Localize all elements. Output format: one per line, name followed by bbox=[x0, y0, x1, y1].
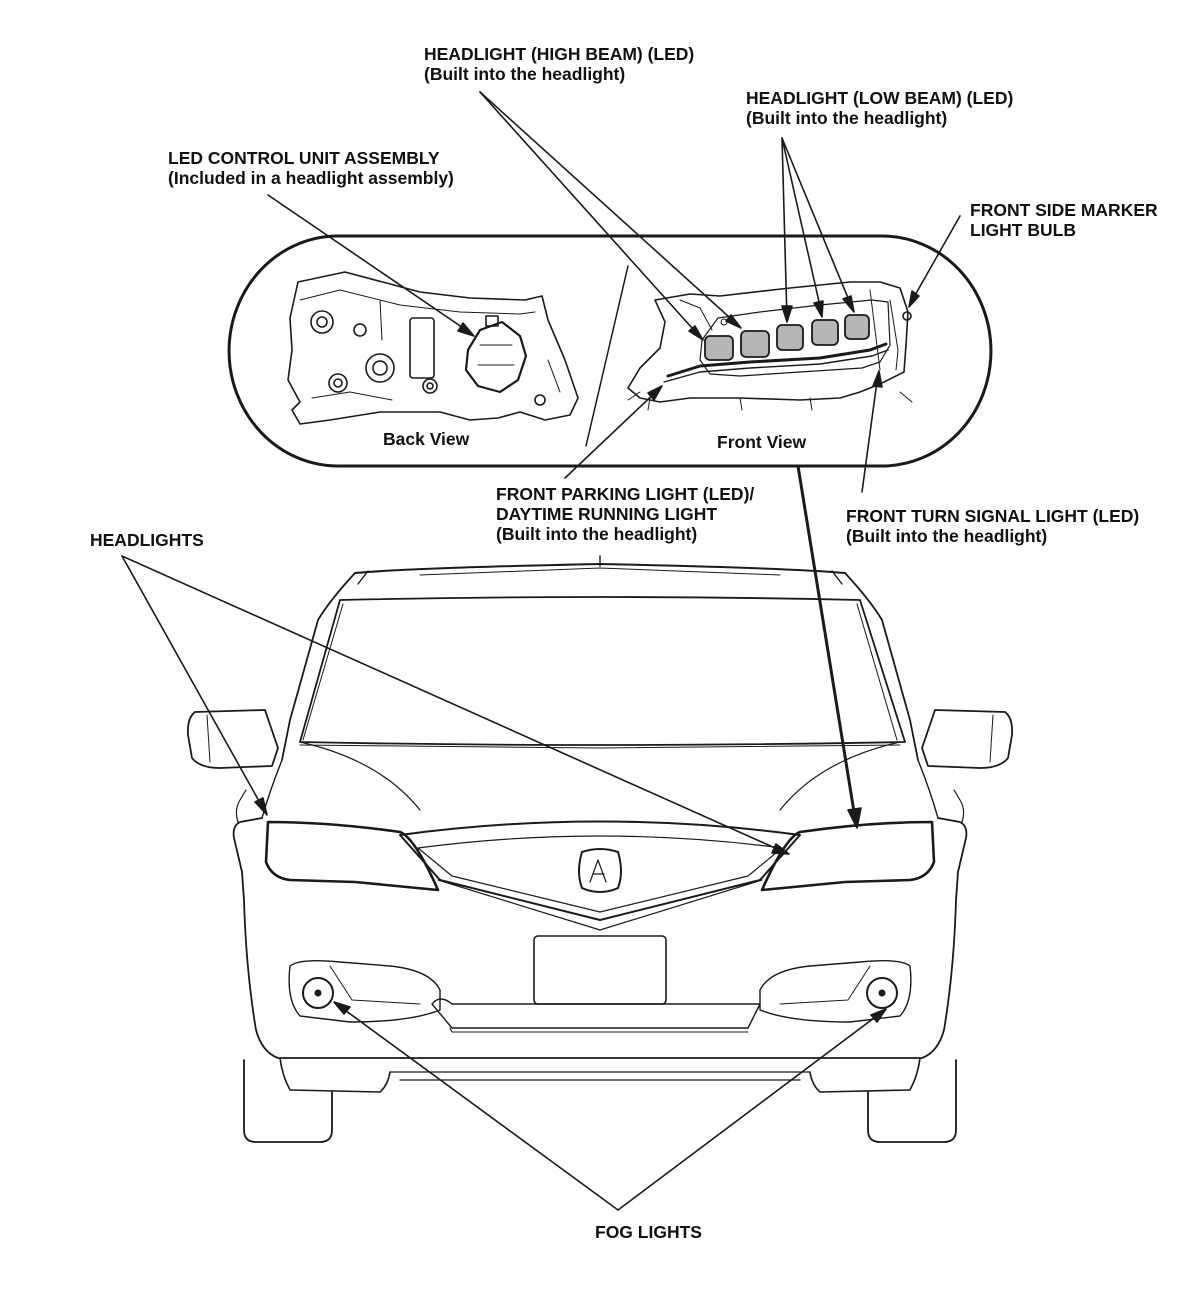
parking-drl-label: FRONT PARKING LIGHT (LED)/ DAYTIME RUNNI… bbox=[496, 484, 754, 544]
low-beam-led-3 bbox=[844, 314, 870, 340]
right-tire bbox=[867, 1059, 957, 1143]
left-headlight bbox=[264, 820, 440, 892]
side-marker-label-line2: LIGHT BULB bbox=[970, 220, 1076, 240]
front-view-headlight bbox=[627, 281, 913, 411]
high-beam-label-line2: (Built into the headlight) bbox=[424, 64, 626, 84]
side-marker-label-line1: FRONT SIDE MARKER bbox=[970, 200, 1158, 220]
emblem bbox=[578, 848, 622, 893]
high-beam-label: HEADLIGHT (HIGH BEAM) (LED) (Built into … bbox=[424, 44, 694, 84]
high-beam-label-line1: HEADLIGHT (HIGH BEAM) (LED) bbox=[424, 44, 695, 64]
parking-drl-label-line2: DAYTIME RUNNING LIGHT bbox=[496, 504, 718, 524]
low-beam-label: HEADLIGHT (LOW BEAM) (LED) (Built into t… bbox=[746, 88, 1013, 128]
low-beam-led-2 bbox=[811, 319, 839, 346]
high-beam-led-2 bbox=[740, 330, 770, 358]
turn-signal-label-line1: FRONT TURN SIGNAL LIGHT (LED) bbox=[846, 506, 1140, 526]
right-headlight bbox=[760, 820, 936, 892]
low-beam-label-line2: (Built into the headlight) bbox=[746, 108, 948, 128]
low-beam-led-1 bbox=[776, 324, 804, 351]
fog-lights-label: FOG LIGHTS bbox=[595, 1222, 702, 1242]
inset-divider bbox=[585, 265, 629, 447]
headlights-label: HEADLIGHTS bbox=[90, 530, 204, 550]
parking-drl-label-line3: (Built into the headlight) bbox=[496, 524, 698, 544]
led-control-label-line2: (Included in a headlight assembly) bbox=[168, 168, 454, 188]
led-control-label-line1: LED CONTROL UNIT ASSEMBLY bbox=[168, 148, 440, 168]
turn-signal-label-line2: (Built into the headlight) bbox=[846, 526, 1048, 546]
parking-drl-label-line1: FRONT PARKING LIGHT (LED)/ bbox=[496, 484, 755, 504]
left-tire bbox=[243, 1059, 333, 1143]
leader-lines bbox=[121, 91, 961, 1211]
turn-signal-label: FRONT TURN SIGNAL LIGHT (LED) (Built int… bbox=[846, 506, 1139, 546]
back-view-caption: Back View bbox=[383, 429, 470, 449]
front-view-caption: Front View bbox=[717, 432, 807, 452]
side-marker-label: FRONT SIDE MARKER LIGHT BULB bbox=[970, 200, 1158, 240]
grille bbox=[399, 820, 801, 921]
inset-capsule bbox=[227, 234, 993, 468]
left-fog-light bbox=[302, 977, 334, 1009]
low-beam-label-line1: HEADLIGHT (LOW BEAM) (LED) bbox=[746, 88, 1014, 108]
led-control-label: LED CONTROL UNIT ASSEMBLY (Included in a… bbox=[168, 148, 454, 188]
license-plate bbox=[533, 935, 667, 1005]
high-beam-led-1 bbox=[704, 335, 734, 361]
car-front bbox=[186, 555, 1014, 1143]
right-fog-light bbox=[866, 977, 898, 1009]
back-view-headlight bbox=[287, 271, 579, 425]
